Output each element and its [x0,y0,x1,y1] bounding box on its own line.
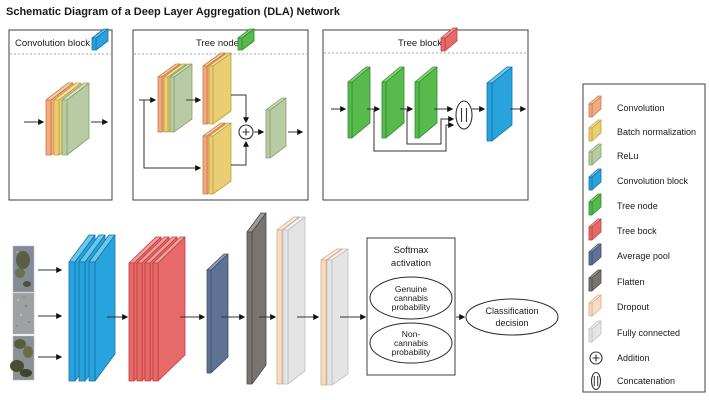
operation-symbols [238,100,473,140]
legend-sheet-icon-avg_pool [588,243,602,266]
input-images [10,245,35,381]
input-image-1 [12,245,35,293]
sheet-conv_block [88,234,116,382]
legend-addition-icon [589,351,603,365]
sheet-avg_pool [206,253,229,374]
legend-sheet-icon-flatten [588,269,602,292]
legend-label-average-pool: Average pool [617,251,670,261]
classification-decision-ellipse [465,298,559,336]
softmax-label-line2: activation [391,258,431,269]
layer-stacks [45,52,513,386]
softmax-section: Softmax activation Genuine cannabis prob… [366,237,559,376]
sheet-flatten [246,212,267,385]
sheet-relu [61,82,90,156]
sheet-relu [265,97,287,159]
genuine-probability-ellipse [369,276,453,320]
noncannabis-line2: cannabis [394,338,428,348]
sheet-dropout [588,294,602,317]
sheet-convolution [588,95,602,118]
legend-concatenation-icon [590,371,602,391]
legend-label-batch-normalization: Batch normalization [617,127,696,137]
sheet-fully_connected [588,320,602,343]
sheet-conv_block [588,168,602,191]
legend-label-tree-bock: Tree bock [617,226,657,236]
sheet-fully_connected [282,216,306,385]
classification-line2: decision [495,318,528,328]
arrow-treeblock-skip2 [406,109,455,145]
concatenation-bars-glyph [460,108,468,122]
legend-sheet-icon-convolution [588,95,602,118]
legend: Convolution Batch normalization ReLu Con… [582,83,706,393]
legend-label-convolution-block: Convolution block [617,176,689,186]
genuine-line2: cannabis [394,293,428,303]
sheet-conv_block [486,66,513,142]
sheet-conv_block [91,28,109,51]
legend-label-fully-connected: Fully connected [617,328,680,338]
tree-block-label: Tree block [398,38,442,49]
classification-line1: Classification [485,306,538,316]
genuine-line3: probability [392,302,431,312]
sheet-tree_node [381,66,405,139]
sheet-tree_node [588,193,602,216]
legend-sheet-icon-tree_node [588,193,602,216]
sheet-tree_node [237,28,255,51]
legend-label-relu: ReLu [617,151,639,161]
sheet-flatten [588,269,602,292]
legend-icons [588,95,603,391]
legend-sheet-icon-fully_connected [588,320,602,343]
legend-sheet-icon-relu [588,143,602,166]
sheet-tree_block [440,27,458,52]
legend-sheet-icon-batch_norm [588,119,602,142]
legend-sheet-icon-conv_block [588,168,602,191]
legend-sheet-icon-tree_block [588,218,602,241]
arrow-treenode-skip [143,100,202,171]
convolution-block-icon [91,28,109,51]
genuine-line1: Genuine [395,284,427,294]
noncannabis-line1: Non- [402,329,421,339]
legend-label-tree-node: Tree node [617,201,658,211]
convolution-block-label: Convolution block [15,38,90,49]
sheet-tree_node [347,66,371,139]
concatenation-icon [455,100,473,130]
sheet-batch_norm [588,119,602,142]
arrow-treenode-c-add [231,140,249,166]
connectors [24,94,527,360]
tree-block-icon [440,27,458,52]
softmax-label-line1: Softmax [394,245,429,256]
legend-label-addition: Addition [617,353,650,363]
input-image-2 [12,292,35,335]
sheet-tree_block [152,236,186,382]
arrow-treenode-b-add [231,94,249,124]
input-image-3 [10,335,35,381]
diagram-title: Schematic Diagram of a Deep Layer Aggreg… [6,6,341,18]
addition-plus-glyph [242,128,250,136]
sheet-tree_block [588,218,602,241]
convolution-block-box: Convolution block [8,28,113,201]
arrow-treeblock-skip1 [373,109,455,152]
legend-frame [582,83,706,393]
legend-label-dropout: Dropout [617,302,650,312]
tree-node-icon [237,28,255,51]
sheet-batch_norm [208,122,232,195]
sheet-relu [169,63,193,133]
sheet-avg_pool [588,243,602,266]
legend-sheet-icon-dropout [588,294,602,317]
noncannabis-line3: probability [392,347,431,357]
sheet-tree_node [414,66,438,139]
legend-label-convolution: Convolution [617,103,665,113]
legend-label-flatten: Flatten [617,277,645,287]
tree-node-label: Tree node [196,38,239,49]
non-cannabis-probability-ellipse [369,322,453,364]
sheet-relu [588,143,602,166]
legend-label-concatenation: Concatenation [617,376,675,386]
sheet-batch_norm [208,52,232,125]
